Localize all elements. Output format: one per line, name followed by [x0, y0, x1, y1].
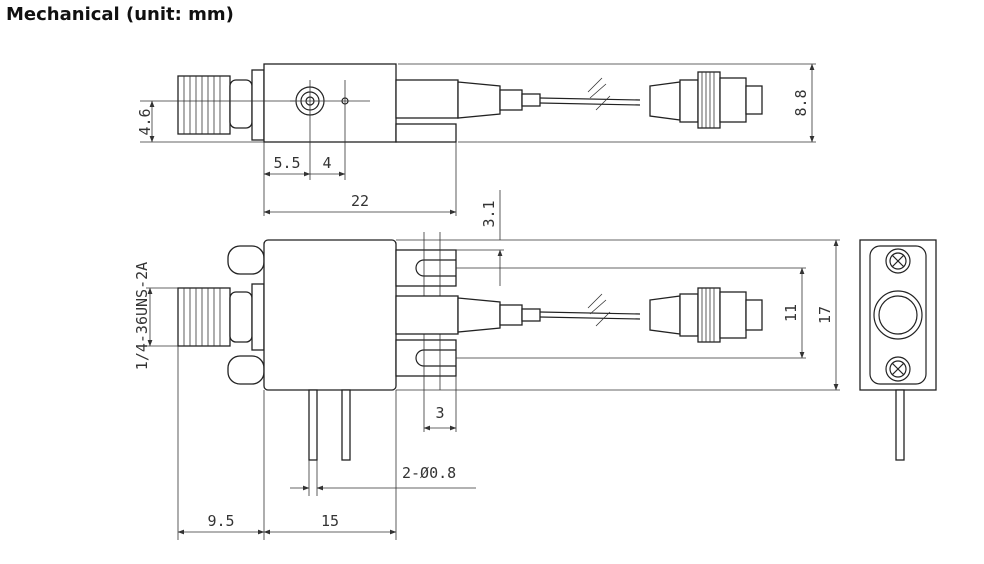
page-title: Mechanical (unit: mm)	[6, 4, 234, 25]
dim-17: 17	[816, 306, 834, 324]
dim-thread: 1/4-36UNS-2A	[133, 262, 151, 370]
dim-3-1: 3.1	[480, 200, 498, 227]
dim-4-6: 4.6	[136, 108, 154, 135]
dim-22: 22	[351, 192, 369, 210]
housing-front	[263, 239, 397, 391]
dim-5-5: 5.5	[273, 154, 300, 172]
side-view	[859, 239, 937, 461]
top-view: 4.6 5.5 4 22 8.8	[136, 63, 816, 216]
dim-4: 4	[322, 154, 331, 172]
dim-8-8: 8.8	[792, 89, 810, 116]
front-view: 1/4-36UNS-2A 3.1 11 17 3 2-Ø0.8 9.5 15	[133, 190, 840, 540]
dim-pins: 2-Ø0.8	[402, 464, 456, 482]
sma-connector-top	[177, 69, 265, 141]
dim-15: 15	[321, 512, 339, 530]
dim-9-5: 9.5	[207, 512, 234, 530]
housing-top	[263, 63, 397, 143]
dim-11: 11	[782, 304, 800, 322]
dim-3: 3	[435, 404, 444, 422]
